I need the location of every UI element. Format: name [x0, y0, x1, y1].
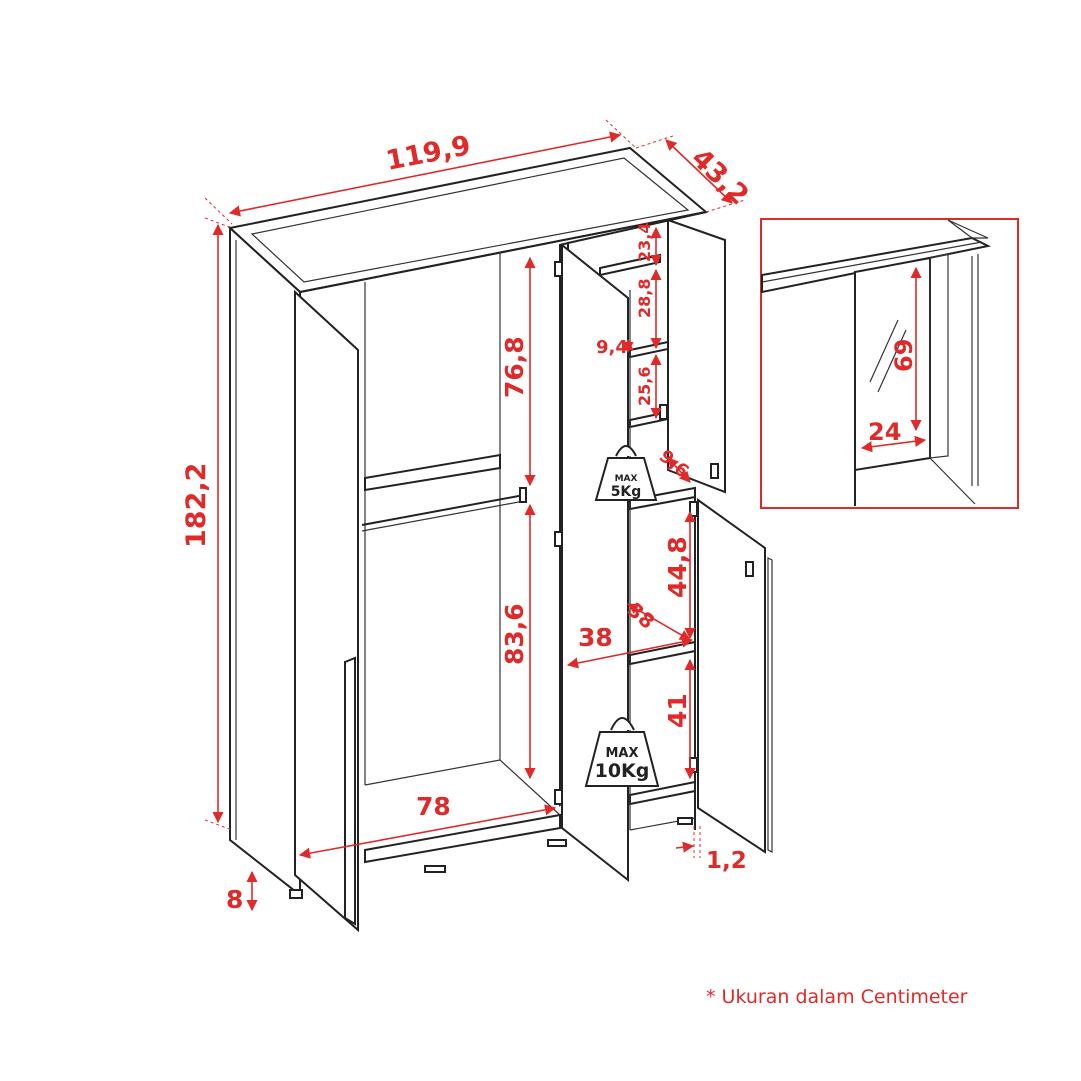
- weight-large-value-label: 10Kg: [595, 760, 650, 782]
- weight-large-max-label: MAX: [605, 746, 638, 761]
- label-door-thickness: 1,2: [706, 848, 747, 874]
- label-mirror-width: 24: [868, 418, 901, 446]
- label-lower-lower: 41: [663, 693, 692, 728]
- label-height: 182,2: [181, 463, 212, 548]
- label-compartment-width: 38: [578, 623, 613, 652]
- label-lower-upper: 44,8: [663, 536, 692, 598]
- weight-badge-large: MAX 10Kg: [584, 717, 660, 787]
- label-width: 119,9: [383, 130, 473, 177]
- label-shelf-2: 28,8: [635, 279, 654, 318]
- weight-small-max-label: MAX: [615, 474, 638, 484]
- label-hanging-lower: 83,6: [500, 603, 529, 665]
- label-mirror-height: 69: [890, 339, 918, 372]
- label-hanging-upper: 76,8: [500, 336, 529, 398]
- label-plinth: 8: [226, 885, 243, 914]
- label-depth: 43,2: [685, 143, 754, 212]
- weight-badge-small: MAX 5Kg: [594, 445, 658, 501]
- label-inner-width: 78: [416, 792, 451, 821]
- label-top-shelf: 23,4: [635, 223, 654, 262]
- dimension-lines: [204, 119, 746, 912]
- weight-small-value-label: 5Kg: [611, 484, 642, 500]
- mirror-inset: 69 24: [760, 218, 1019, 509]
- footnote: * Ukuran dalam Centimeter: [706, 986, 968, 1008]
- label-shelf-3: 25,6: [635, 367, 654, 406]
- label-side-gap: 9,4: [596, 337, 628, 358]
